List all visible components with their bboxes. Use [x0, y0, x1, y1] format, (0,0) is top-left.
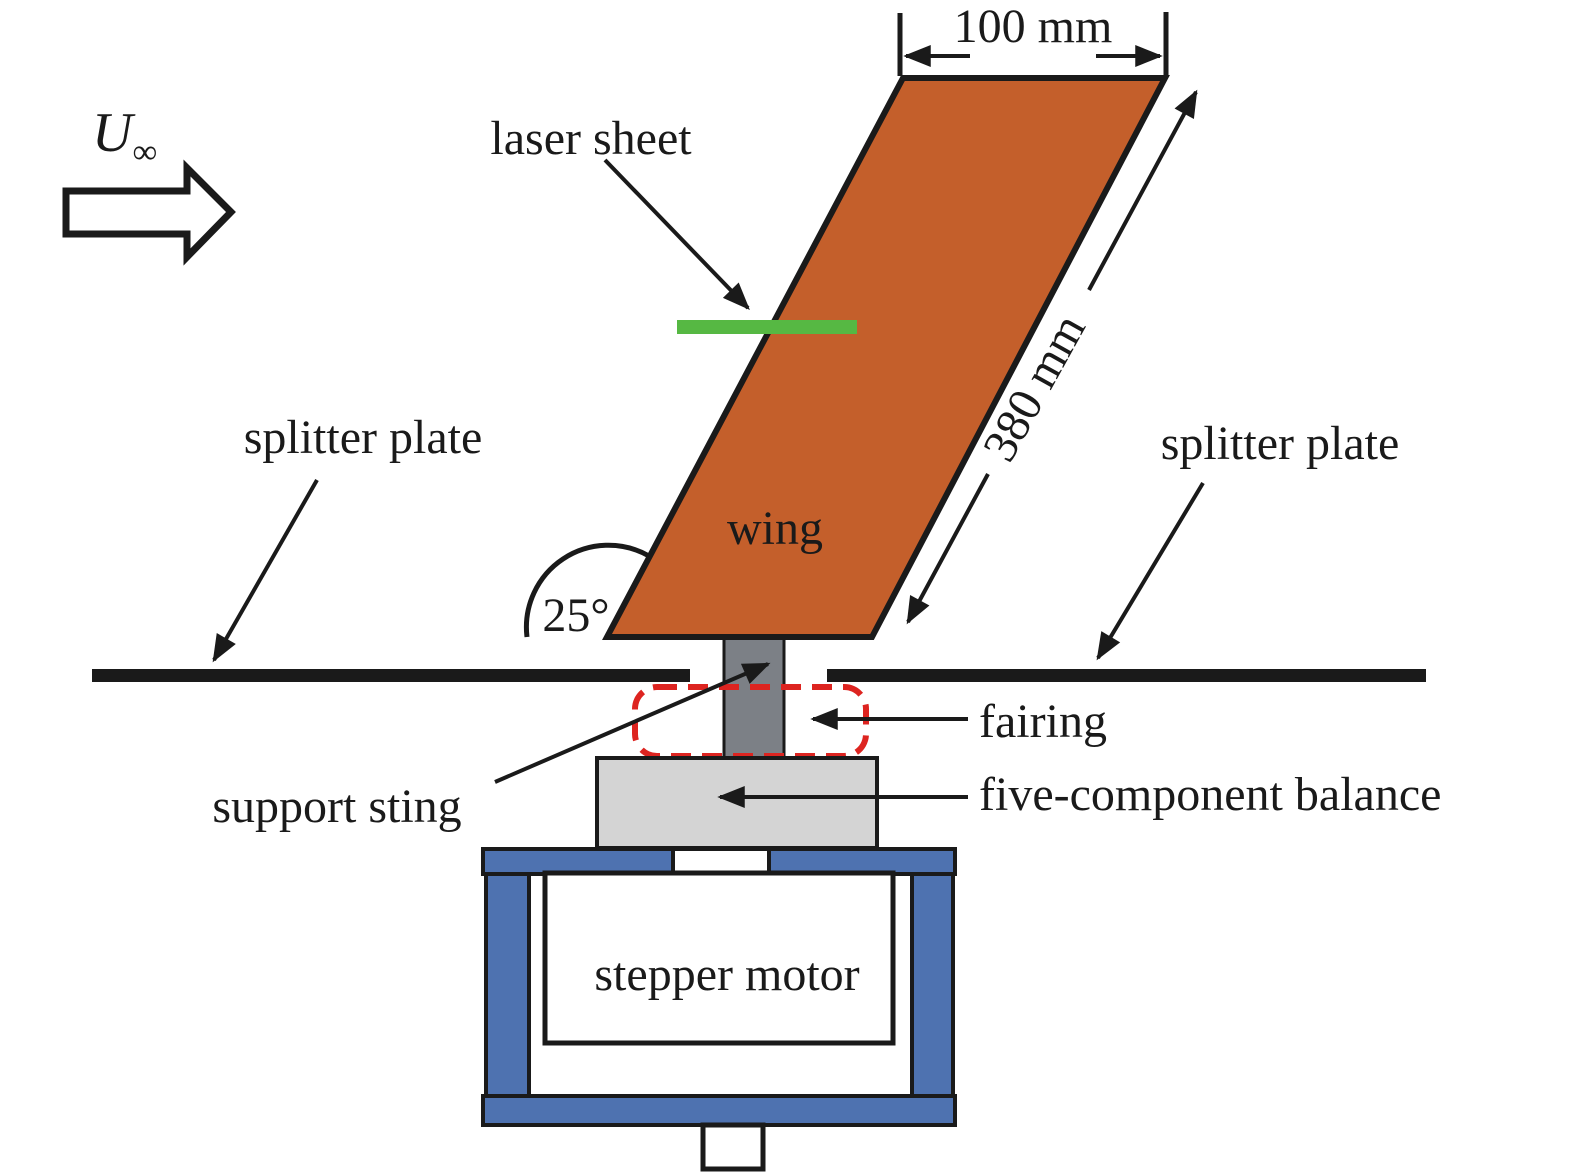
freestream-velocity-label: U∞: [92, 104, 157, 171]
splitter-plate-left-label: splitter plate: [243, 410, 483, 464]
stepper-motor-label: stepper motor: [594, 947, 860, 1001]
frame-bottom-bar: [481, 1094, 957, 1127]
laser-sheet-label: laser sheet: [490, 111, 692, 165]
laser-sheet-leader-arrow: [603, 158, 750, 310]
freestream-u: U: [92, 102, 133, 164]
wing-label: wing: [727, 501, 823, 555]
fairing-label: fairing: [979, 694, 1107, 748]
wing-shape: [602, 75, 1170, 640]
support-sting-label: support sting: [212, 779, 462, 833]
balance-shape: [595, 756, 879, 850]
splitter-plate-left-shape: [92, 669, 690, 682]
stepper-motor-box: [542, 870, 896, 1046]
angle-arc: [523, 542, 651, 638]
support-sting-leader-arrow: [494, 662, 771, 784]
laser-sheet-shape: [677, 320, 857, 334]
sweep-angle-label: 25°: [542, 588, 610, 642]
flow-direction-arrow-icon: [62, 159, 236, 266]
dim-380-lower-arrow: [906, 473, 990, 625]
support-sting-shape: [722, 636, 786, 760]
chord-dimension-label: 100 mm: [953, 0, 1113, 53]
frame-top-gap: [671, 847, 771, 876]
splitter-plate-right-leader-arrow: [1096, 481, 1205, 661]
motor-shaft-stub: [700, 1122, 766, 1172]
frame-left-column: [484, 872, 531, 1098]
freestream-infinity: ∞: [132, 132, 158, 172]
splitter-plate-right-label: splitter plate: [1160, 416, 1400, 470]
splitter-plate-right-shape: [827, 669, 1426, 682]
balance-label: five-component balance: [979, 767, 1442, 821]
frame-right-column: [910, 872, 955, 1098]
splitter-plate-left-leader-arrow: [212, 479, 319, 663]
dim-380-upper-arrow: [1087, 89, 1198, 291]
